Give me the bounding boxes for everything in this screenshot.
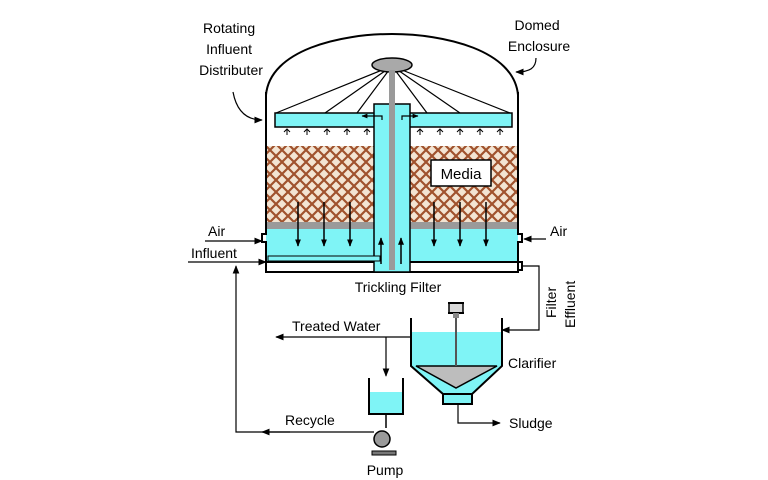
clarifier-motor: [448, 302, 464, 318]
central-shaft-inner: [389, 70, 395, 270]
domed-enclosure-label: Domed Enclosure: [508, 17, 570, 54]
media-label-box: [430, 159, 492, 187]
tank-right-wall: [517, 92, 523, 271]
domed-enclosure: [265, 32, 519, 96]
tank-left-wall: [261, 92, 267, 262]
filter-effluent-line: [501, 265, 540, 334]
pump: [371, 430, 397, 456]
air-right-label: Air: [550, 223, 567, 239]
rotating-distributer-label: Rotating Influent Distributer: [199, 20, 263, 78]
influent-label: Influent: [191, 245, 237, 261]
recycle-label: Recycle: [285, 412, 335, 428]
spray-nozzles: [283, 128, 504, 135]
media-flow-arrows: [295, 202, 489, 264]
air-left-label: Air: [208, 223, 225, 239]
sludge-label: Sludge: [509, 415, 553, 431]
recycle-wet-well: [368, 378, 404, 415]
distributer-pointer-arrow: [232, 91, 263, 124]
trickling-filter-label: Trickling Filter: [355, 279, 442, 295]
flow-arrow-left-arm: [361, 113, 383, 120]
filter-effluent-label: Filter Effluent: [543, 281, 578, 328]
sludge-line: [457, 404, 501, 427]
clarifier: [410, 302, 503, 405]
influent-pipe: [267, 255, 381, 262]
distributor-arm-left: [274, 112, 377, 128]
clarifier-label: Clarifier: [508, 355, 557, 371]
media-label: Media: [441, 166, 483, 183]
clarifier-sludge-outlet: [442, 393, 473, 405]
distributor-hub: [371, 57, 413, 73]
enclosure-pointer-arrow: [515, 57, 537, 76]
distributor-support-rods: [275, 65, 511, 114]
flow-arrow-right-arm: [401, 113, 419, 120]
pump-label: Pump: [367, 462, 404, 478]
treated-water-label: Treated Water: [292, 318, 381, 334]
distributor-arm-right: [407, 112, 513, 128]
recycle-line: [232, 265, 374, 433]
